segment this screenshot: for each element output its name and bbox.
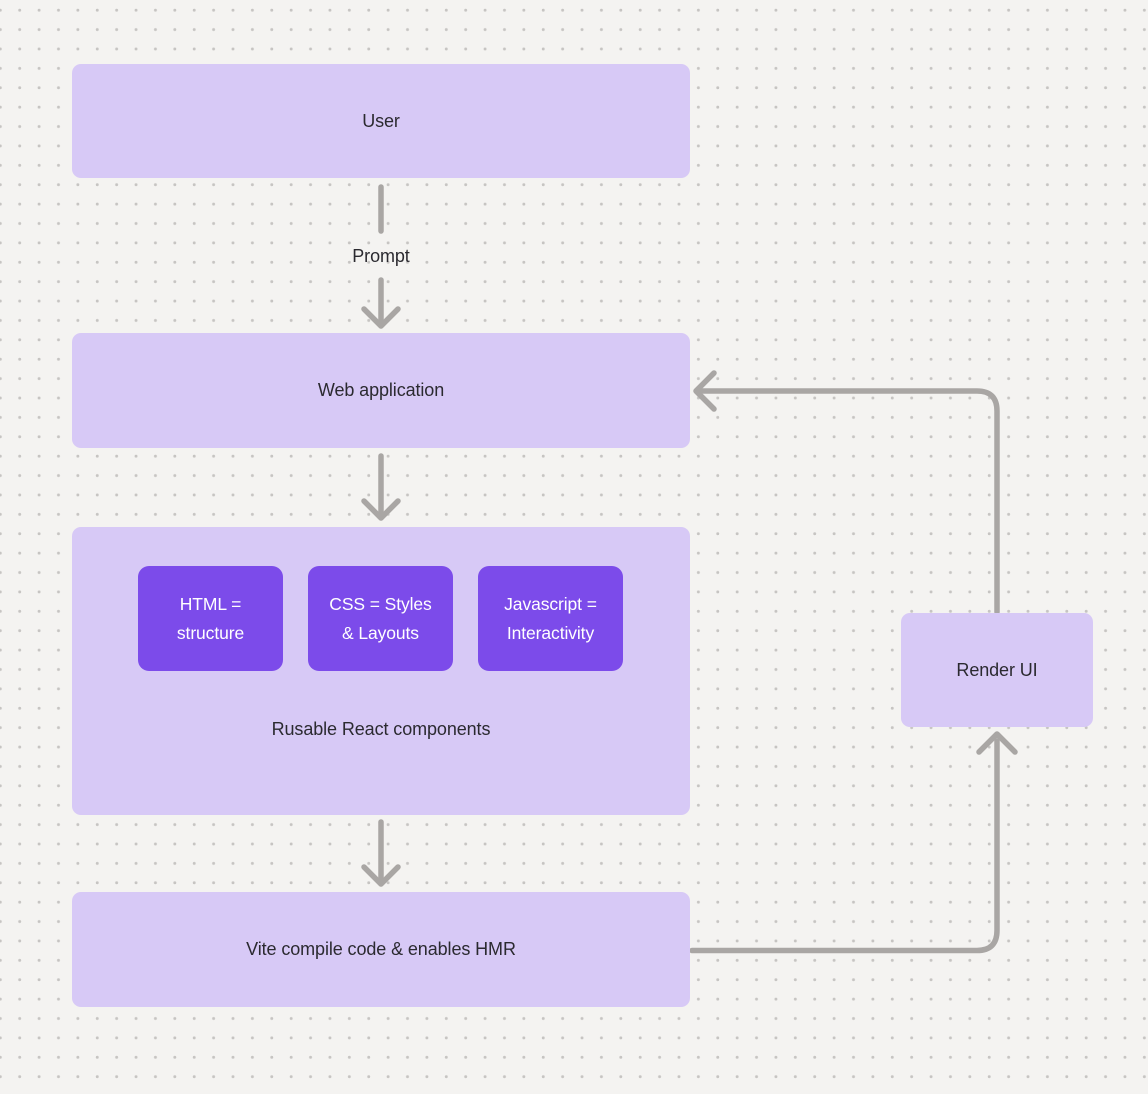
web-application-node-label: Web application: [317, 380, 445, 400]
prompt-edge-label: Prompt: [352, 246, 410, 266]
vite-node-label: Vite compile code & enables HMR: [246, 939, 516, 959]
css-node-label: CSS = Styles & Layouts: [329, 593, 432, 643]
javascript-node: Javascript = Interactivity: [478, 566, 623, 671]
html-node-label: HTML = structure: [176, 593, 245, 643]
web-application-node: Web application: [72, 333, 690, 448]
user-node: User: [72, 64, 690, 178]
render-ui-node: Render UI: [901, 613, 1093, 727]
vite-node: Vite compile code & enables HMR: [72, 892, 690, 1007]
user-node-label: User: [362, 110, 400, 131]
arrowhead-down-vite-icon: [361, 864, 401, 887]
arrowhead-down-components-icon: [361, 498, 401, 521]
edge-vite-to-renderui-line: [689, 738, 1000, 954]
arrowhead-left-webapp-icon: [693, 370, 717, 412]
arrowhead-down-webapp-icon: [361, 306, 401, 329]
html-node: HTML = structure: [138, 566, 283, 671]
css-node: CSS = Styles & Layouts: [308, 566, 453, 671]
components-group-label: Rusable React components: [271, 719, 491, 739]
arrowhead-up-renderui-icon: [976, 731, 1018, 755]
javascript-node-label: Javascript = Interactivity: [504, 593, 597, 643]
edge-renderui-to-webapp-line: [698, 388, 1000, 615]
render-ui-node-label: Render UI: [956, 659, 1038, 680]
